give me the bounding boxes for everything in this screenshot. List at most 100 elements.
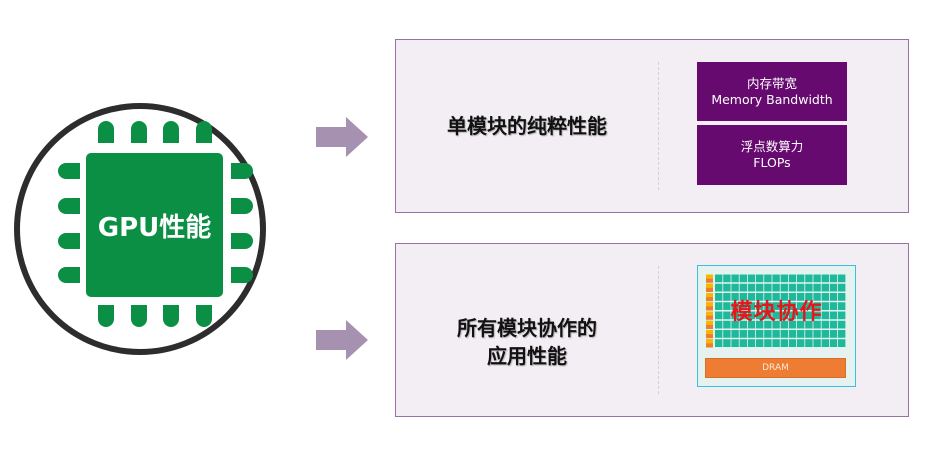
core-cell (780, 302, 788, 310)
core-cell (747, 311, 756, 320)
core-cell (805, 320, 813, 329)
core-cell (723, 283, 731, 292)
core-cell (821, 311, 829, 320)
core-cell (764, 339, 772, 347)
core-cell (829, 320, 838, 329)
core-cell (797, 283, 805, 292)
core-cell (731, 283, 739, 292)
core-cell (838, 274, 846, 283)
core-cell (764, 330, 772, 338)
core-cell (788, 293, 797, 301)
core-cell (813, 293, 821, 301)
core-cell (772, 274, 780, 283)
core-cell (813, 339, 821, 347)
core-cell (731, 330, 739, 338)
core-cell (788, 302, 797, 310)
core-cell (739, 293, 747, 301)
core-cell (772, 330, 780, 338)
core-cell (829, 274, 838, 283)
core-cell (838, 293, 846, 301)
core-cell (829, 311, 838, 320)
core-cell (829, 293, 838, 301)
core-cell (797, 293, 805, 301)
core-cell (813, 302, 821, 310)
core-cell (747, 283, 756, 292)
application-panel: 所有模块协作的 应用性能 模块协作 DRAM (395, 243, 909, 417)
core-cell (788, 283, 797, 292)
metric-label-en: FLOPs (753, 155, 791, 170)
dashed-divider (658, 266, 659, 394)
core-cell (780, 339, 788, 347)
core-cell (838, 320, 846, 329)
cache-cell-top (706, 339, 713, 344)
core-cell (805, 283, 813, 292)
core-cell (821, 330, 829, 338)
metric-label-cn: 内存带宽 (746, 75, 797, 91)
core-cell (747, 320, 756, 329)
core-cell (747, 293, 756, 301)
metric-label-cn: 浮点数算力 (740, 139, 804, 154)
core-cell (797, 274, 805, 283)
core-cell (829, 302, 838, 310)
core-cell (731, 311, 739, 320)
core-cell (723, 320, 731, 329)
application-title-line1: 所有模块协作的 (457, 316, 597, 340)
core-cell (829, 330, 838, 338)
core-cell (821, 274, 829, 283)
module-collaboration-diagram: 模块协作 DRAM (697, 265, 856, 387)
core-cell (747, 302, 756, 310)
core-cell (739, 330, 747, 338)
chip-pin (231, 233, 253, 249)
core-cell (715, 311, 723, 320)
chip-pin (231, 267, 253, 283)
core-cell (813, 283, 821, 292)
core-cell (788, 274, 797, 283)
sm-grid-icon (706, 274, 846, 348)
single-module-title: 单模块的纯粹性能 (447, 114, 607, 138)
core-cell (805, 274, 813, 283)
cache-cell-top (706, 320, 713, 325)
core-cell (780, 283, 788, 292)
core-cell (715, 302, 723, 310)
core-cell (756, 320, 764, 329)
core-cell (756, 339, 764, 347)
core-cell (813, 320, 821, 329)
core-cell (723, 339, 731, 347)
chip-pin (58, 233, 80, 249)
right-arrow-icon (316, 320, 368, 360)
core-cell (838, 311, 846, 320)
chip-pin (196, 305, 212, 327)
core-cell (723, 311, 731, 320)
chip-pin (231, 163, 253, 179)
core-cell (756, 283, 764, 292)
single-module-panel: 单模块的纯粹性能 内存带宽 Memory Bandwidth 浮点数算力 FLO… (395, 39, 909, 213)
core-cell (805, 330, 813, 338)
core-cell (772, 320, 780, 329)
chip-pin (58, 163, 80, 179)
core-cell (723, 274, 731, 283)
right-arrow-icon (316, 117, 368, 157)
core-cell (723, 330, 731, 338)
core-cell (805, 339, 813, 347)
core-cell (756, 293, 764, 301)
core-cell (813, 274, 821, 283)
core-cell (756, 274, 764, 283)
core-cell (756, 302, 764, 310)
core-cell (788, 330, 797, 338)
core-cell (821, 293, 829, 301)
application-title: 所有模块协作的 应用性能 (396, 314, 658, 370)
core-cell (731, 293, 739, 301)
core-cell (764, 293, 772, 301)
core-cell (739, 320, 747, 329)
core-cell (838, 330, 846, 338)
core-cell (731, 274, 739, 283)
core-cell (780, 311, 788, 320)
core-cell (772, 283, 780, 292)
core-cell (797, 320, 805, 329)
core-cell (838, 339, 846, 347)
core-cell (788, 311, 797, 320)
core-cell (821, 320, 829, 329)
chip-pin (231, 198, 253, 214)
core-cell (731, 339, 739, 347)
core-cell (756, 311, 764, 320)
